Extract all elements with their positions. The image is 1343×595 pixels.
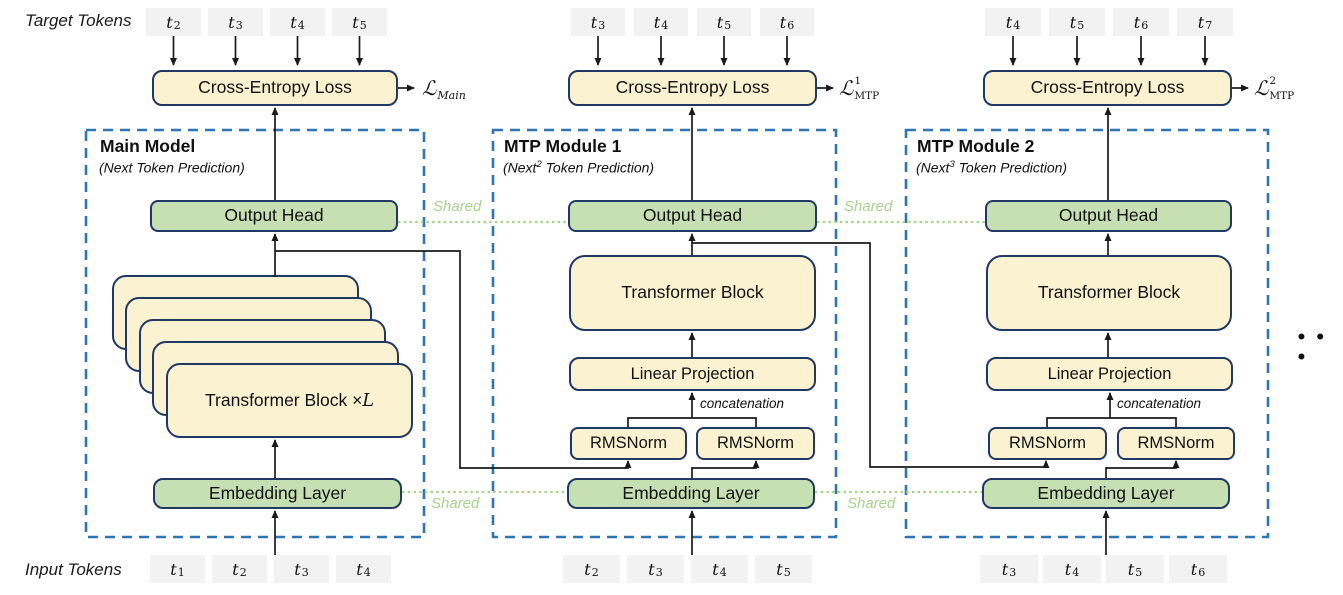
embedding-layer-mtp1: Embedding Layer xyxy=(567,478,815,509)
rmsnorm-left-mtp1: RMSNorm xyxy=(570,427,687,460)
module-title-mtp1: MTP Module 1 xyxy=(504,136,622,156)
output-head-mtp1: Output Head xyxy=(568,200,817,232)
transformer-stack-front-block: Transformer Block × L xyxy=(166,363,413,438)
transformer-block-mtp2: Transformer Block xyxy=(986,255,1232,331)
linear-projection-mtp1: Linear Projection xyxy=(569,357,816,391)
module-subtitle-main: (Next Token Prediction) xyxy=(99,159,245,176)
transformer-block-mtp1: Transformer Block xyxy=(569,255,816,331)
concatenation-label-mtp2: concatenation xyxy=(1117,396,1202,411)
module-title-mtp2: MTP Module 2 xyxy=(917,136,1035,156)
target-tokens-label: Target Tokens xyxy=(25,11,132,30)
module-title-main: Main Model xyxy=(100,136,196,156)
cross-entropy-box-mtp2: Cross-Entropy Loss xyxy=(983,70,1232,106)
embedding-layer-main: Embedding Layer xyxy=(153,478,402,509)
linear-projection-mtp2: Linear Projection xyxy=(986,357,1233,391)
mtp-module-2-border xyxy=(904,128,1270,539)
module-subtitle-mtp2: (Next3 Token Prediction) xyxy=(916,159,1068,176)
shared-label-output-1: Shared xyxy=(433,198,482,215)
embedding-layer-mtp2: Embedding Layer xyxy=(982,478,1230,509)
cross-entropy-box-mtp1: Cross-Entropy Loss xyxy=(568,70,817,106)
continuation-ellipsis: • • • xyxy=(1296,328,1327,368)
shared-label-embedding-1: Shared xyxy=(431,495,480,512)
shared-label-embedding-2: Shared xyxy=(847,495,896,512)
rmsnorm-left-mtp2: RMSNorm xyxy=(988,427,1107,460)
output-head-main: Output Head xyxy=(150,200,398,232)
mtp-module-1-border xyxy=(491,128,838,539)
cross-entropy-box-main: Cross-Entropy Loss xyxy=(152,70,398,106)
input-tokens-label: Input Tokens xyxy=(25,560,122,579)
shared-label-output-2: Shared xyxy=(844,198,893,215)
loss-label-main: ℒ Main xyxy=(422,76,466,102)
rmsnorm-right-mtp2: RMSNorm xyxy=(1117,427,1235,460)
concatenation-label-mtp1: concatenation xyxy=(700,396,785,411)
rmsnorm-right-mtp1: RMSNorm xyxy=(696,427,815,460)
output-head-mtp2: Output Head xyxy=(985,200,1232,232)
module-subtitle-mtp1: (Next2 Token Prediction) xyxy=(503,159,655,176)
